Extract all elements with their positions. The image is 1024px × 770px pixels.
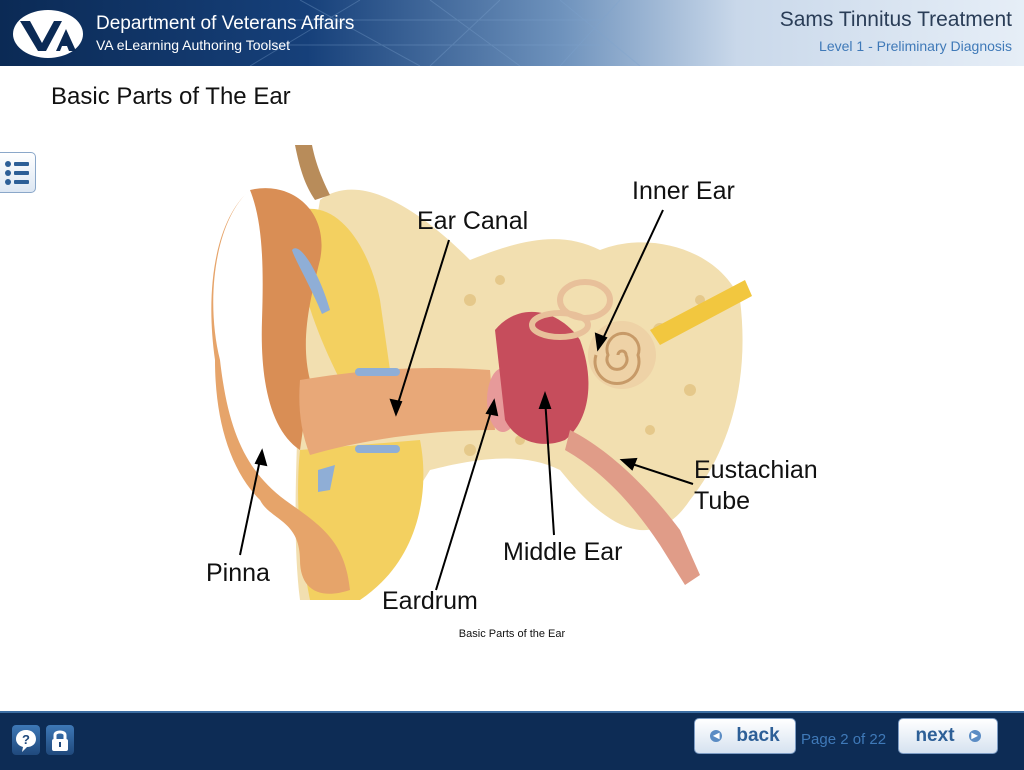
back-button[interactable]: ◀ back — [694, 718, 796, 754]
middle-ear-cavity-shape — [495, 311, 589, 444]
label-middle-ear: Middle Ear — [503, 538, 623, 566]
svg-text:?: ? — [22, 732, 30, 747]
page-indicator: Page 2 of 22 — [801, 731, 887, 748]
menu-button[interactable] — [0, 152, 36, 193]
toolset-name: VA eLearning Authoring Toolset — [96, 37, 291, 53]
back-button-label: back — [736, 725, 780, 746]
left-arrow-icon: ◀ — [710, 730, 723, 742]
label-eustachian: Eustachian — [694, 456, 818, 484]
help-button[interactable]: ? — [12, 725, 40, 755]
label-eardrum: Eardrum — [382, 587, 478, 615]
eustachian-tube-shape — [565, 430, 700, 585]
course-title: Sams Tinnitus Treatment — [779, 8, 1012, 31]
pinna-shape — [211, 190, 350, 594]
department-name: Department of Veterans Affairs — [96, 13, 355, 34]
va-logo-icon — [13, 10, 83, 58]
ear-anatomy-illustration — [211, 145, 752, 601]
list-icon — [5, 161, 29, 185]
label-tube: Tube — [694, 487, 751, 515]
label-inner-ear: Inner Ear — [632, 177, 735, 205]
next-button-label: next — [915, 725, 955, 746]
lock-button[interactable] — [46, 725, 74, 755]
page-title: Basic Parts of The Ear — [51, 83, 291, 110]
right-arrow-icon: ▶ — [968, 730, 981, 742]
level-subtitle: Level 1 - Preliminary Diagnosis — [819, 38, 1012, 54]
next-button[interactable]: next ▶ — [898, 718, 998, 754]
cochlea-shape — [588, 321, 656, 389]
label-pinna: Pinna — [206, 559, 270, 587]
hair-shape — [295, 145, 330, 200]
header-grid-pattern — [249, 0, 641, 66]
header-banner: Department of Veterans Affairs VA eLearn… — [0, 0, 1024, 66]
auditory-nerve-shape — [650, 280, 752, 345]
figure-caption: Basic Parts of the Ear — [458, 628, 566, 640]
label-ear-canal: Ear Canal — [417, 207, 529, 235]
help-bubble-icon: ? — [16, 730, 36, 752]
lock-icon — [52, 730, 68, 751]
footer-bar — [0, 711, 1024, 770]
